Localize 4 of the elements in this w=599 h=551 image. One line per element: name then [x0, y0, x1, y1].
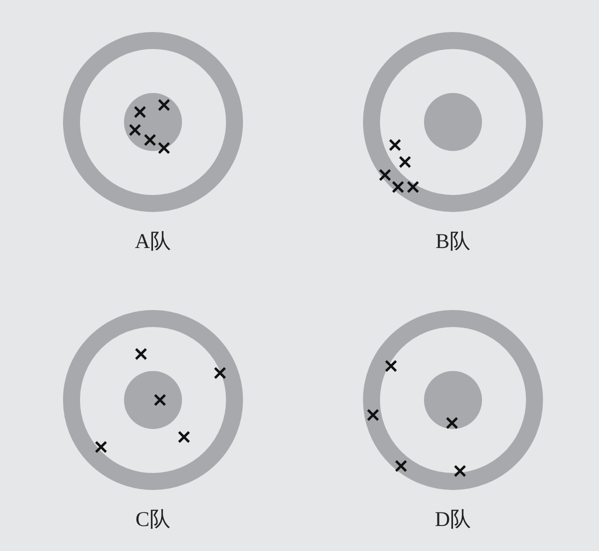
- team-label: B队: [436, 231, 470, 252]
- team-label: A队: [134, 231, 172, 252]
- team-label: D队: [434, 509, 472, 530]
- team-label: C队: [136, 509, 170, 530]
